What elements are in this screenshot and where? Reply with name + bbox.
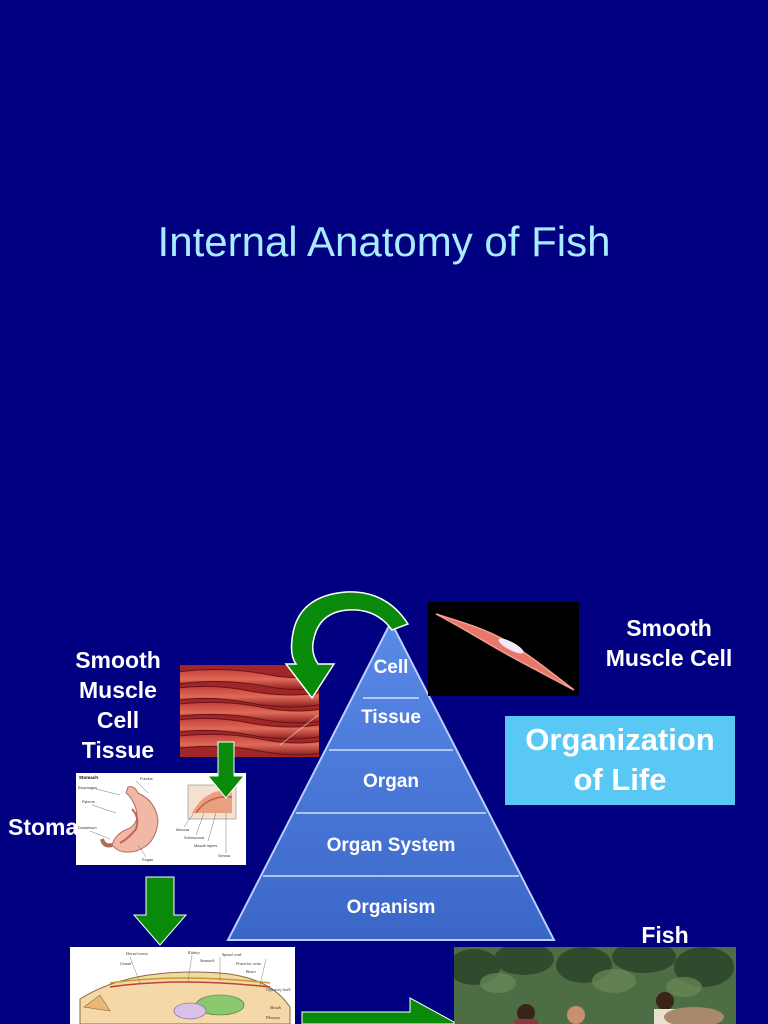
stomach-diagram-label: Mucosa bbox=[176, 828, 190, 832]
pyramid-level-tissue: Tissue bbox=[361, 707, 421, 728]
stomach-diagram-label: Pylorus bbox=[82, 800, 95, 804]
fish-diagram-label: Stomach bbox=[200, 958, 214, 963]
big-down-arrow-graphic bbox=[132, 876, 188, 946]
stomach-diagram-label: Duodenum bbox=[78, 826, 97, 830]
pyramid-level-organ: Organ bbox=[363, 771, 419, 792]
pyramid-level-cell: Cell bbox=[373, 657, 409, 678]
organization-of-life-box: Organization of Life bbox=[505, 716, 735, 805]
stomach-diagram-image: Stomach Esophagus Fundus Pylorus Duodenu… bbox=[76, 773, 246, 865]
down-arrow-stomach-to-fish bbox=[132, 876, 188, 946]
fish-diagram-label: Brain bbox=[246, 969, 256, 974]
fish-diagram-label: Pharynx bbox=[265, 1015, 280, 1020]
curved-arrow bbox=[284, 591, 410, 700]
smooth-muscle-cell-label: Smooth Muscle Cell bbox=[605, 615, 733, 671]
slide-title: Internal Anatomy of Fish bbox=[157, 218, 611, 265]
fish-diagram-label: Spinal cord bbox=[222, 952, 242, 957]
stomach-diagram-label: Esophagus bbox=[78, 786, 97, 790]
stomach-diagram-label: Serosa bbox=[218, 854, 231, 858]
stomach-diagram-label: Muscle layers bbox=[194, 844, 217, 848]
fish-diagram-label: Kidney bbox=[187, 950, 200, 955]
smooth-muscle-tissue-image bbox=[180, 665, 319, 757]
organization-pyramid bbox=[226, 620, 556, 941]
fish-label: Fish bbox=[641, 922, 689, 948]
pyramid-level-organ-system: Organ System bbox=[326, 835, 456, 856]
down-arrow-tissue-to-stomach bbox=[206, 741, 246, 799]
right-arrow-graphic bbox=[301, 997, 455, 1024]
stomach-diagram-heading: Stomach bbox=[79, 775, 98, 780]
smooth-muscle-cell-image bbox=[428, 602, 579, 696]
fish-photo bbox=[454, 947, 736, 1024]
stomach-diagram-label: Submucosa bbox=[184, 836, 205, 840]
smooth-muscle-tissue-label: Smooth Muscle Cell Tissue bbox=[75, 647, 161, 763]
organization-of-life-text: Organization of Life bbox=[525, 722, 715, 797]
stomach-label: Stoma bbox=[8, 814, 79, 840]
fish-diagram-label: Posterior vena bbox=[235, 961, 261, 966]
pyramid-shape bbox=[226, 620, 556, 941]
fish-diagram-label: Mouth bbox=[269, 1005, 281, 1010]
stomach-diagram-label: Fundus bbox=[140, 777, 153, 781]
right-arrow-to-fish-photo bbox=[301, 997, 455, 1024]
fish-diagram-label: Gonad bbox=[120, 961, 132, 966]
fish-anatomy-diagram-image: Dorsal aorta Kidney Spinal cord Stomach … bbox=[70, 947, 295, 1024]
stomach-diagram-label: Rugae bbox=[142, 858, 153, 862]
curved-arrow-graphic bbox=[284, 591, 410, 700]
down-arrow-graphic bbox=[206, 741, 246, 799]
fish-diagram-label: Dorsal aorta bbox=[125, 951, 148, 956]
pyramid-level-organism: Organism bbox=[346, 897, 436, 918]
fish-diagram-label: Olfactory bulb bbox=[266, 987, 291, 992]
